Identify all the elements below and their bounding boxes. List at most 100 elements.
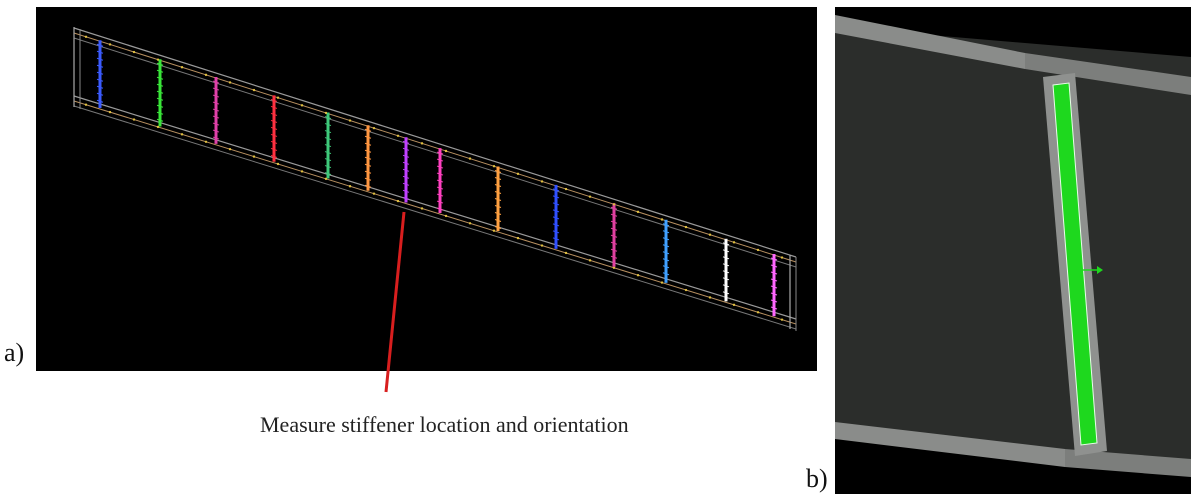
stiffener-tick (402, 196, 410, 200)
stiffener-tick (494, 198, 502, 201)
flange-marker (588, 195, 592, 198)
stiffener-tick (610, 220, 618, 224)
flange-marker (300, 170, 304, 173)
stiffener-tick (212, 136, 220, 140)
flange-marker (252, 155, 256, 158)
flange-marker (372, 126, 376, 130)
stiffener-tick (96, 71, 104, 75)
flange-marker (348, 185, 352, 188)
flange-marker (204, 140, 208, 143)
stiffener-tick (402, 140, 410, 144)
stiffener-tick (610, 248, 618, 252)
stiffener-tick (552, 209, 560, 213)
flange-marker (276, 162, 280, 166)
stiffener-tick (436, 179, 444, 183)
stiffener-tick (494, 170, 502, 173)
stiffener-tick (662, 265, 670, 269)
stiffener-tick (722, 242, 730, 246)
stiffener-tick (610, 227, 618, 231)
flange-marker (564, 187, 568, 191)
flange-marker (612, 203, 616, 206)
flange-marker (780, 318, 784, 321)
bottom-flange-line (73, 100, 797, 325)
flange-marker (444, 149, 448, 153)
flange-marker (708, 233, 712, 236)
flange-marker (108, 110, 112, 114)
stiffener-tick (552, 202, 560, 206)
stiffener-tick (552, 237, 560, 241)
pointer-stroke (384, 211, 406, 393)
stiffener-tick (212, 80, 220, 84)
flange-marker (468, 157, 472, 160)
stiffener-tick (770, 264, 778, 268)
stiffener-tick (552, 223, 560, 227)
flange-marker (780, 256, 784, 259)
stiffener-tick (722, 291, 730, 295)
flange-marker (252, 88, 256, 92)
stiffener-tick (436, 165, 444, 169)
stiffener-tick (770, 306, 778, 310)
stiffener-tick (364, 163, 372, 167)
flange-marker (636, 210, 640, 214)
stiffener-tick (436, 172, 444, 176)
stiffener-tick (770, 299, 778, 303)
stiffener-tick (610, 206, 618, 210)
stiffener-tick (402, 168, 410, 172)
stiffener-tick (610, 241, 618, 245)
stiffener-tick (436, 186, 444, 190)
stiffener-tick (212, 129, 220, 133)
flange-marker (348, 119, 352, 122)
stiffener-tick (722, 249, 730, 253)
stiffener-tick (552, 216, 560, 220)
stiffener-tick (156, 69, 164, 73)
stiffener-tick (270, 119, 278, 123)
stiffener-tick (324, 172, 332, 176)
stiffener-tick (96, 99, 104, 103)
flange-marker (300, 104, 304, 107)
stiffener-tick (364, 184, 372, 188)
stiffener-tick (270, 105, 278, 109)
flange-marker (396, 199, 400, 203)
stiffener-closeup-drawing (835, 15, 1191, 477)
flange-marker (612, 266, 616, 269)
stiffener-tick (722, 270, 730, 274)
stiffener-tick (610, 234, 618, 238)
stiffener-tick (722, 284, 730, 288)
stiffener-tick (96, 64, 104, 68)
stiffener-tick (364, 177, 372, 181)
stiffener-tick (212, 108, 220, 112)
stiffener-tick (156, 104, 164, 108)
stiffener-tick (212, 87, 220, 91)
stiffener-tick (364, 128, 372, 132)
stiffener-tick (324, 151, 332, 155)
flange-marker (708, 296, 712, 299)
bottom-flange-line (73, 105, 797, 330)
stiffener-tick (494, 219, 502, 222)
stiffener-tick (770, 278, 778, 282)
stiffener-tick (364, 156, 372, 160)
stiffener-tick (494, 177, 502, 180)
flange-marker (156, 125, 160, 129)
flange-marker (84, 103, 88, 106)
girder-web (835, 27, 1191, 467)
stiffener-tick (96, 43, 104, 47)
flange-marker (204, 73, 208, 77)
stiffener-tick (96, 50, 104, 54)
flange-marker (732, 303, 736, 307)
stiffener-tick (156, 118, 164, 122)
pointer-line (384, 211, 406, 393)
flange-marker (540, 244, 544, 247)
flange-marker (660, 218, 664, 221)
stiffener-tick (270, 126, 278, 130)
flange-marker (396, 134, 400, 137)
flange-marker (228, 81, 232, 84)
stiffener-tick (552, 188, 560, 192)
stiffener-tick (494, 184, 502, 187)
flange-marker (180, 133, 184, 136)
girder-wireframe-drawing (73, 27, 797, 331)
flange-marker (516, 236, 520, 240)
stiffener-tick (770, 292, 778, 296)
stiffener-tick (610, 255, 618, 259)
stiffener-tick (270, 140, 278, 144)
top-flange-right (1025, 53, 1191, 95)
